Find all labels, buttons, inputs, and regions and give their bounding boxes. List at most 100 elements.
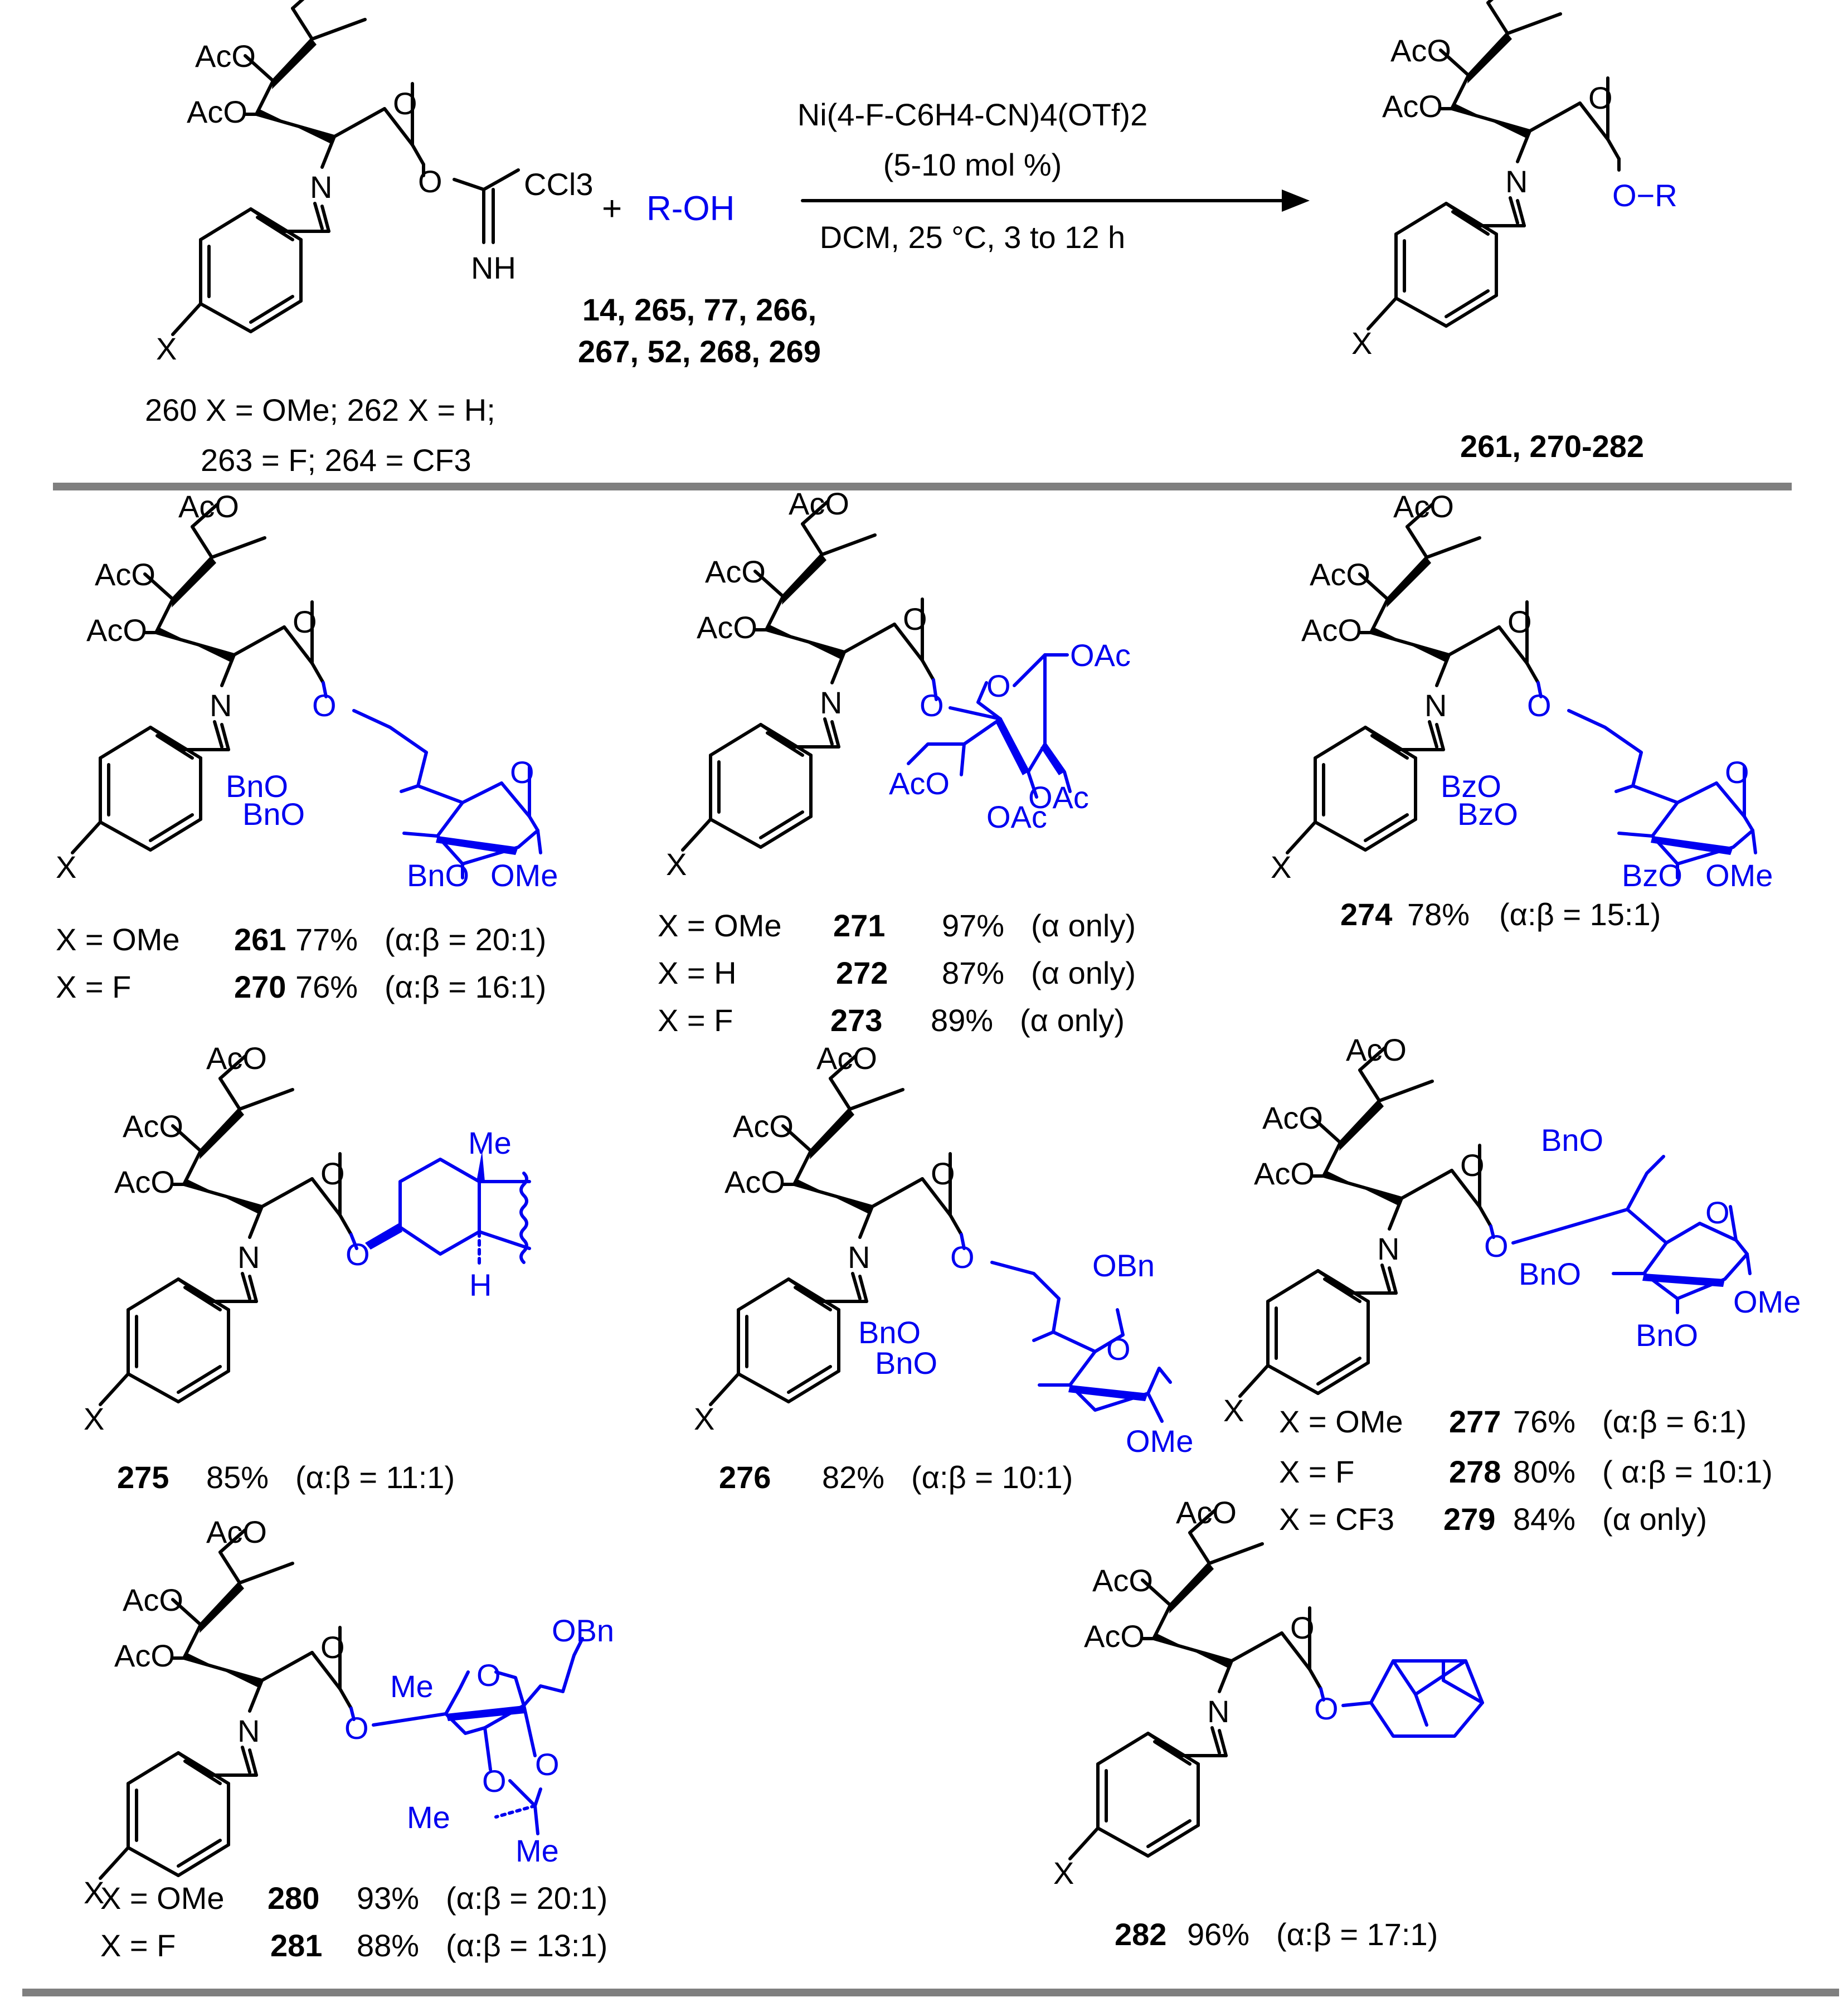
- svg-text:277: 277: [1449, 1404, 1501, 1439]
- result-282: 282 96% (α:β = 17:1): [1115, 1917, 1438, 1952]
- products-label: 261, 270-282: [1460, 429, 1644, 464]
- svg-text:(α:β = 16:1): (α:β = 16:1): [385, 969, 546, 1004]
- acceptor-glucoside: O BnO BnO BnO O OMe: [226, 681, 558, 893]
- catalyst-loading: (5-10 mol %): [883, 147, 1062, 182]
- acceptor-numbers-line2: 267, 52, 268, 269: [578, 334, 821, 369]
- svg-text:281: 281: [270, 1928, 322, 1963]
- svg-text:O: O: [346, 1237, 370, 1272]
- structure-280-281: O OBn Me O O O Me Me: [84, 1514, 614, 1910]
- donor-caption-line1: 260 X = OMe; 262 X = H;: [145, 392, 495, 427]
- result-278: X = F 278 80% ( α:β = 10:1): [1279, 1454, 1773, 1489]
- svg-text:261: 261: [234, 922, 286, 957]
- bno-label: BnO: [242, 796, 305, 832]
- svg-text:O: O: [986, 668, 1011, 703]
- svg-text:OMe: OMe: [1126, 1423, 1193, 1459]
- svg-text:X = F: X = F: [100, 1928, 176, 1963]
- acceptor-benzoylated-glucoside: O BzO BzO BzO O OMe: [1441, 681, 1773, 893]
- svg-text:O: O: [1725, 755, 1749, 790]
- svg-text:BnO: BnO: [1519, 1256, 1581, 1291]
- svg-text:(α:β = 11:1): (α:β = 11:1): [295, 1460, 455, 1495]
- svg-text:278: 278: [1449, 1454, 1501, 1489]
- svg-text:O: O: [535, 1747, 560, 1782]
- svg-text:77%: 77%: [295, 922, 358, 957]
- svg-text:O: O: [1705, 1195, 1730, 1230]
- acceptor-adamantane: O: [1314, 1659, 1484, 1738]
- svg-text:282: 282: [1115, 1917, 1166, 1952]
- result-272: X = H 272 87% (α only): [658, 955, 1136, 990]
- svg-text:BnO: BnO: [1541, 1122, 1603, 1158]
- svg-text:Me: Me: [516, 1833, 559, 1868]
- svg-text:Me: Me: [468, 1125, 512, 1160]
- svg-text:96%: 96%: [1187, 1917, 1249, 1952]
- acceptor-numbers-line1: 14, 265, 77, 266,: [582, 292, 816, 327]
- structure-275: O Me H: [84, 1041, 531, 1436]
- svg-text:X = F: X = F: [1279, 1454, 1354, 1489]
- svg-text:(α:β = 13:1): (α:β = 13:1): [446, 1928, 607, 1963]
- product-general-structure: O−R: [1351, 0, 1677, 361]
- svg-text:BnO: BnO: [858, 1315, 921, 1350]
- anomeric-oxygen-label: O: [418, 164, 442, 199]
- svg-text:( α:β = 10:1): ( α:β = 10:1): [1602, 1454, 1773, 1489]
- structure-261-270: O BnO BnO BnO O OMe: [56, 489, 558, 893]
- svg-text:(α:β = 15:1): (α:β = 15:1): [1499, 897, 1661, 932]
- acceptor-isopropylidene-rhamnoside: O OBn Me O O O Me Me: [344, 1613, 614, 1868]
- svg-text:BnO: BnO: [875, 1345, 937, 1381]
- svg-text:(α only): (α only): [1602, 1501, 1707, 1537]
- svg-text:Me: Me: [407, 1800, 450, 1835]
- svg-text:BzO: BzO: [1622, 858, 1682, 893]
- svg-text:(α only): (α only): [1020, 1003, 1125, 1038]
- svg-text:(α:β = 17:1): (α:β = 17:1): [1276, 1917, 1438, 1952]
- svg-text:(α only): (α only): [1031, 908, 1136, 943]
- svg-text:O: O: [510, 755, 534, 790]
- structure-277-279: O BnO BnO BnO O OMe: [1223, 1032, 1801, 1428]
- svg-text:BnO: BnO: [407, 858, 469, 893]
- svg-text:O: O: [476, 1658, 501, 1693]
- svg-text:OAc: OAc: [1028, 780, 1089, 815]
- svg-text:OMe: OMe: [1705, 858, 1773, 893]
- svg-text:O: O: [482, 1763, 507, 1799]
- structure-274: O BzO BzO BzO O OMe: [1271, 489, 1773, 893]
- svg-text:89%: 89%: [931, 1003, 993, 1038]
- result-271: X = OMe 271 97% (α only): [658, 908, 1136, 943]
- svg-text:76%: 76%: [1513, 1404, 1575, 1439]
- svg-text:276: 276: [719, 1460, 771, 1495]
- result-281: X = F 281 88% (α:β = 13:1): [100, 1928, 607, 1963]
- svg-text:(α:β = 20:1): (α:β = 20:1): [385, 922, 546, 957]
- structure-276: O OBn BnO BnO O OMe: [694, 1041, 1193, 1459]
- svg-text:OBn: OBn: [552, 1613, 614, 1648]
- svg-text:270: 270: [234, 969, 286, 1004]
- svg-text:279: 279: [1443, 1501, 1495, 1537]
- product-or-label: O−R: [1612, 178, 1677, 213]
- result-273: X = F 273 89% (α only): [658, 1003, 1125, 1038]
- svg-text:AcO: AcO: [889, 766, 950, 801]
- svg-text:OMe: OMe: [490, 858, 558, 893]
- svg-text:BzO: BzO: [1441, 769, 1501, 804]
- acceptor-roh-label: R-OH: [646, 189, 735, 228]
- svg-text:78%: 78%: [1407, 897, 1470, 932]
- svg-text:OBn: OBn: [1092, 1248, 1155, 1283]
- svg-text:84%: 84%: [1513, 1501, 1575, 1537]
- acceptor-mannoside: O OBn BnO BnO O OMe: [858, 1233, 1193, 1459]
- svg-text:X = OMe: X = OMe: [56, 922, 180, 957]
- svg-text:BnO: BnO: [1636, 1318, 1698, 1353]
- result-261: X = OMe 261 77% (α:β = 20:1): [56, 922, 546, 957]
- svg-text:97%: 97%: [942, 908, 1004, 943]
- svg-text:273: 273: [830, 1003, 882, 1038]
- result-279: X = CF3 279 84% (α only): [1279, 1501, 1707, 1537]
- svg-text:271: 271: [833, 908, 885, 943]
- svg-text:76%: 76%: [295, 969, 358, 1004]
- result-277: X = OMe 277 76% (α:β = 6:1): [1279, 1404, 1747, 1439]
- svg-text:275: 275: [117, 1460, 169, 1495]
- result-270: X = F 270 76% (α:β = 16:1): [56, 969, 546, 1004]
- trichloromethyl-label: CCl3: [524, 167, 593, 202]
- svg-text:272: 272: [836, 955, 888, 990]
- reaction-arrow-head: [1282, 189, 1310, 212]
- catalyst-label: Ni(4-F-C6H4-CN)4(OTf)2: [797, 97, 1147, 132]
- donor-structure: O CCl3 NH: [156, 0, 593, 366]
- svg-text:87%: 87%: [942, 955, 1004, 990]
- svg-text:X = OMe: X = OMe: [1279, 1404, 1403, 1439]
- donor-caption-line2: 263 = F; 264 = CF3: [201, 443, 471, 478]
- imidate-nh-label: NH: [471, 250, 516, 285]
- svg-text:O: O: [920, 688, 944, 723]
- svg-text:(α only): (α only): [1031, 955, 1136, 990]
